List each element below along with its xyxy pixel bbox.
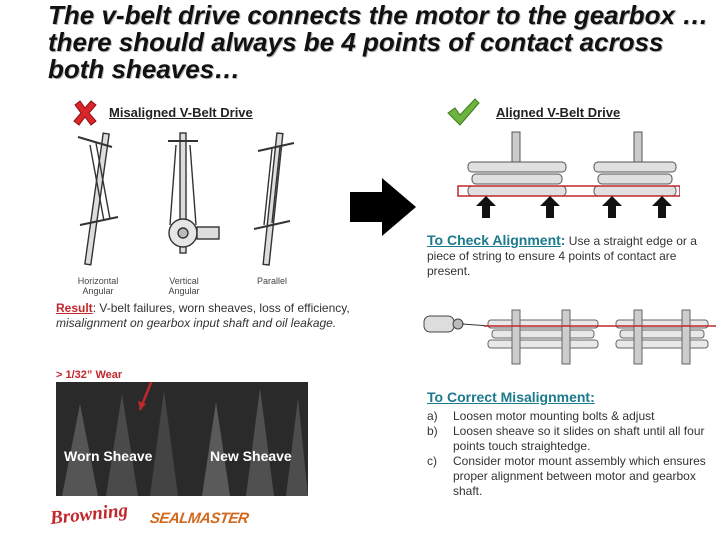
new-sheave-label: New Sheave: [210, 448, 292, 464]
check-alignment-paragraph: To Check Alignment: Use a straight edge …: [427, 232, 697, 279]
caption-horizontal: Horizontal Angular: [77, 276, 119, 296]
misaligned-heading: Misaligned V-Belt Drive: [109, 105, 253, 120]
slide-title: The v-belt drive connects the motor to t…: [48, 0, 709, 84]
green-check-icon: [447, 98, 480, 126]
sheave-photo-art: [56, 382, 308, 496]
correction-steps: a)Loosen motor mounting bolts & adjust b…: [427, 409, 719, 499]
aligned-heading: Aligned V-Belt Drive: [496, 105, 621, 120]
sealmaster-logo: SEALMASTER: [148, 510, 250, 527]
list-item: c)Consider motor mount assembly which en…: [427, 454, 706, 498]
caption-vertical: Vertical Angular: [168, 276, 200, 296]
red-x-icon: [73, 100, 97, 126]
check-title: To Check Alignment: [427, 232, 561, 248]
misalignment-diagrams: [77, 132, 295, 266]
sheave-photo: Worn Sheave New Sheave: [56, 382, 308, 496]
result-paragraph: Result: V-belt failures, worn sheaves, l…: [56, 301, 350, 330]
wear-label: > 1/32” Wear: [56, 369, 123, 381]
right-arrow-icon: [350, 178, 416, 236]
list-item: b)Loosen sheave so it slides on shaft un…: [427, 424, 705, 453]
list-item: a)Loosen motor mounting bolts & adjust: [427, 409, 655, 423]
correct-title: To Correct Misalignment:: [427, 389, 595, 405]
browning-logo: Browning: [49, 499, 129, 530]
worn-sheave-label: Worn Sheave: [64, 448, 153, 464]
caption-parallel: Parallel: [256, 276, 287, 286]
correction-diagram: [423, 309, 716, 365]
aligned-diagram: [457, 131, 680, 218]
result-label: Result: [56, 301, 93, 315]
